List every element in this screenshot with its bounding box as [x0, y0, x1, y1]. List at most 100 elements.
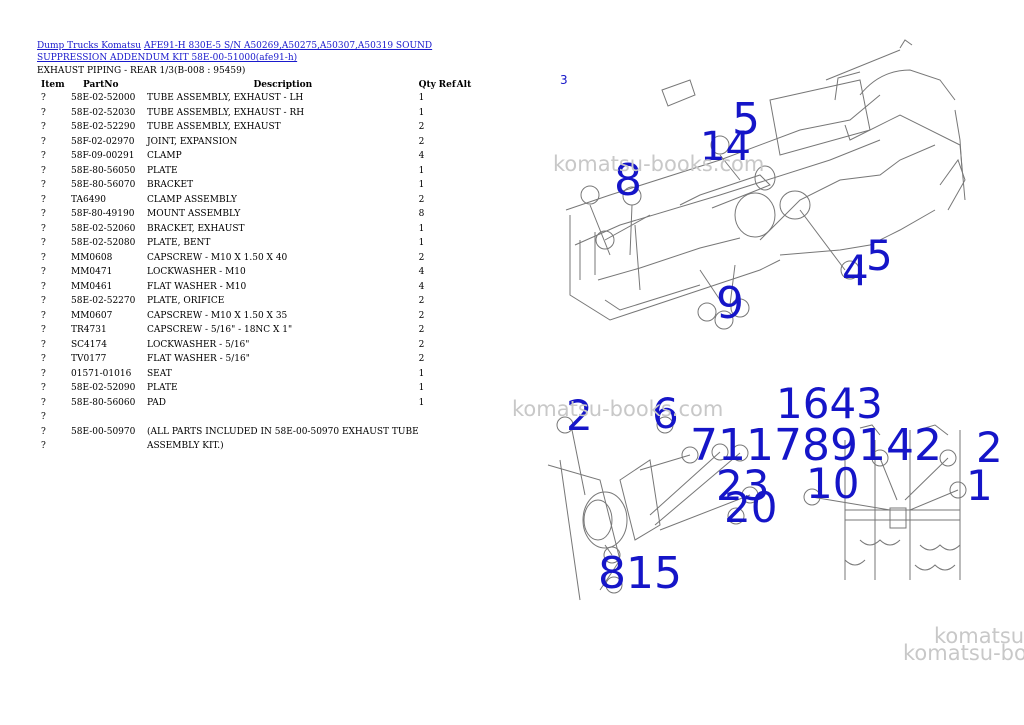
row-description: LOCKWASHER - 5/16" — [147, 339, 250, 350]
header-ref: Ref — [438, 79, 456, 90]
row-alt — [457, 427, 477, 442]
row-alt — [457, 137, 477, 152]
row-description: CAPSCREW - M10 X 1.50 X 35 — [147, 310, 288, 321]
row-qty: 1 — [418, 368, 425, 379]
callout-number: 10 — [806, 459, 859, 508]
row-item: ? — [41, 122, 46, 132]
row-description: CLAMP ASSEMBLY — [147, 194, 237, 205]
row-description: FLAT WASHER - M10 — [147, 281, 247, 292]
callout-number: 5 — [732, 94, 760, 145]
row-description: CAPSCREW - 5/16" - 18NC X 1" — [147, 325, 293, 335]
row-description: PLATE — [147, 383, 178, 393]
row-qty: 2 — [418, 194, 425, 205]
row-ref — [439, 151, 457, 166]
row-qty — [419, 441, 439, 456]
row-partno: 58E-02-52270 — [71, 296, 136, 306]
row-qty: 1 — [418, 165, 425, 176]
row-partno: TV0177 — [71, 354, 107, 364]
row-description — [147, 412, 419, 427]
row-ref — [439, 166, 457, 181]
page-subtitle: EXHAUST PIPING - REAR 1/3(B-008 : 95459) — [37, 66, 246, 76]
row-description: FLAT WASHER - 5/16" — [147, 354, 250, 364]
table-row: ?ASSEMBLY KIT.) — [37, 441, 477, 456]
row-qty: 2 — [418, 339, 425, 350]
row-ref — [439, 427, 457, 442]
row-ref — [439, 253, 457, 268]
row-item: ? — [41, 412, 46, 422]
callout-number: 2 — [976, 423, 1003, 472]
table-row: ?58E-00-50970(ALL PARTS INCLUDED IN 58E-… — [37, 427, 477, 442]
breadcrumb-link-assembly[interactable]: AFE91-H 830E-5 S/N A50269,A50275,A50307,… — [37, 41, 432, 63]
row-alt — [457, 282, 477, 297]
row-partno: MM0471 — [71, 267, 113, 277]
row-qty: 4 — [418, 267, 425, 277]
header-alt: Alt — [456, 79, 472, 90]
table-header-row: Item PartNo Description Qty Ref Alt — [37, 79, 477, 93]
row-qty: 1 — [418, 180, 425, 190]
breadcrumb: Dump Trucks Komatsu AFE91-H 830E-5 S/N A… — [37, 40, 457, 64]
row-qty: 1 — [418, 93, 425, 103]
callout-number: 1643 — [776, 379, 883, 428]
row-partno: 58E-02-52090 — [71, 383, 136, 393]
row-ref — [439, 224, 457, 239]
callout-number: 711789142 — [690, 420, 942, 471]
table-row: ? — [37, 412, 477, 427]
row-description: TUBE ASSEMBLY, EXHAUST - LH — [147, 93, 304, 103]
row-item: ? — [41, 441, 46, 451]
row-ref — [439, 441, 457, 456]
row-alt — [457, 412, 477, 427]
row-item: ? — [41, 397, 46, 408]
row-ref — [439, 238, 457, 253]
row-description: JOINT, EXPANSION — [147, 136, 238, 147]
row-item: ? — [41, 339, 46, 350]
row-partno: TR4731 — [71, 325, 107, 335]
row-alt — [457, 398, 477, 413]
row-item: ? — [41, 151, 46, 161]
row-ref — [439, 325, 457, 340]
row-item: ? — [41, 354, 46, 364]
row-description: BRACKET, EXHAUST — [147, 223, 245, 234]
row-item: ? — [41, 136, 46, 147]
row-partno: 58E-02-52000 — [71, 93, 136, 103]
breadcrumb-link-line2: SUPPRESSION ADDENDUM KIT 58E-00-51000(af… — [37, 53, 298, 63]
row-partno: TA6490 — [71, 194, 106, 205]
row-qty — [419, 412, 439, 427]
row-item: ? — [41, 252, 46, 263]
row-item: ? — [41, 368, 46, 379]
row-item: ? — [41, 267, 46, 277]
callout-number: 5 — [866, 231, 893, 280]
row-ref — [439, 311, 457, 326]
row-alt — [457, 354, 477, 369]
row-alt — [457, 267, 477, 282]
row-qty: 2 — [418, 296, 425, 306]
row-partno: MM0607 — [71, 310, 113, 321]
row-qty: 1 — [418, 397, 425, 408]
row-ref — [439, 383, 457, 398]
breadcrumb-link-category[interactable]: Dump Trucks Komatsu — [37, 41, 142, 51]
row-alt — [457, 180, 477, 195]
sheet-mark: 3 — [560, 73, 568, 87]
row-qty: 1 — [418, 223, 425, 234]
header-item: Item — [41, 79, 65, 90]
row-ref — [439, 93, 457, 108]
row-description: CAPSCREW - M10 X 1.50 X 40 — [147, 252, 288, 263]
row-alt — [457, 311, 477, 326]
row-description: PLATE, ORIFICE — [147, 296, 225, 306]
breadcrumb-link-line1: AFE91-H 830E-5 S/N A50269,A50275,A50307,… — [143, 41, 433, 51]
row-item: ? — [41, 209, 46, 219]
row-partno — [71, 412, 147, 427]
row-ref — [439, 398, 457, 413]
row-alt — [457, 93, 477, 108]
row-ref — [439, 354, 457, 369]
